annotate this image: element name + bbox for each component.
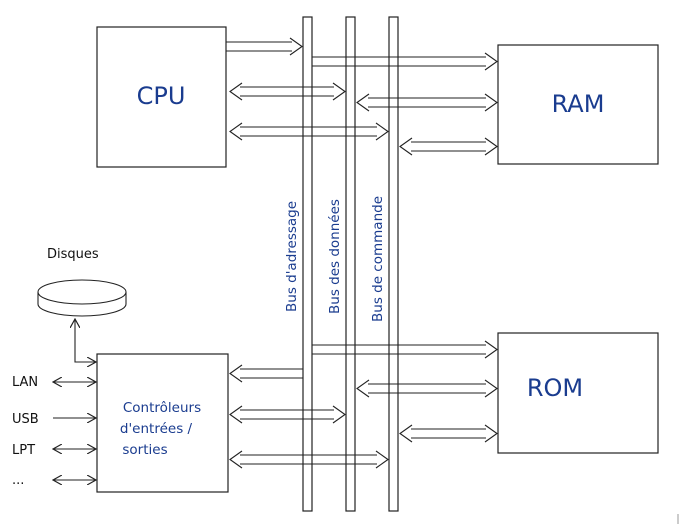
- data-rom-arrow: [356, 379, 498, 398]
- rom-box: [497, 332, 659, 454]
- lpt-label: LPT: [12, 443, 35, 458]
- data-bus-label: Bus des données: [327, 199, 343, 314]
- address-rom-arrow: [312, 340, 498, 359]
- io-label-line3: sorties: [122, 442, 167, 458]
- address-bus-label: Bus d'adressage: [284, 201, 300, 312]
- cpu-box: [96, 26, 227, 168]
- data-bus: [345, 16, 356, 512]
- disks-label: Disques: [47, 247, 99, 262]
- command-ram-arrow: [399, 137, 498, 156]
- address-ram-arrow: [312, 52, 498, 71]
- command-bus-label: Bus de commande: [370, 196, 386, 322]
- lan-label: LAN: [12, 375, 38, 390]
- cpu-data-arrow: [229, 82, 346, 101]
- address-io-arrow: [229, 364, 303, 383]
- rom-label: ROM: [527, 374, 583, 402]
- command-bus: [388, 16, 399, 512]
- command-rom-arrow: [399, 424, 498, 443]
- usb-label: USB: [12, 412, 39, 427]
- more-label: ...: [12, 473, 24, 488]
- address-bus: [302, 16, 313, 512]
- cpu-label: CPU: [137, 82, 186, 110]
- command-io-arrow: [229, 450, 389, 469]
- data-ram-arrow: [356, 93, 498, 112]
- cpu-command-arrow: [229, 122, 389, 141]
- data-io-arrow: [229, 405, 346, 424]
- disk-io-connector: [75, 319, 96, 362]
- cpu-address-arrow: [226, 37, 303, 56]
- io-controller-box: [96, 353, 229, 493]
- io-label-line1: Contrôleurs: [123, 400, 201, 416]
- ram-box: [497, 44, 659, 165]
- ram-label: RAM: [552, 90, 605, 118]
- disk-icon: [37, 279, 127, 317]
- io-label-line2: d'entrées /: [120, 421, 193, 437]
